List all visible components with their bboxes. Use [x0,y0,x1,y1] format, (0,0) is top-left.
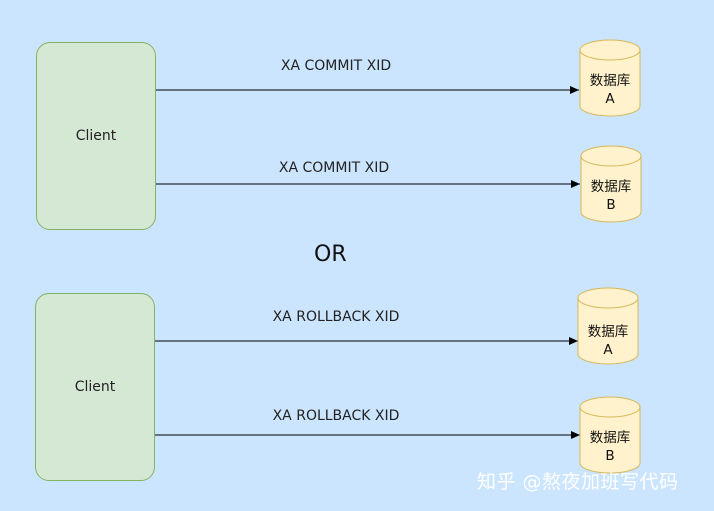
database-label-top-a: 数据库 A [579,72,641,108]
client-box-top: Client [36,42,156,230]
database-cylinder-top-a [579,39,641,117]
database-id-top-a: A [605,91,615,107]
database-cylinder-top-b [580,145,642,223]
client-label-bottom: Client [74,379,116,395]
edge-label-top-commit-b: XA COMMIT XID [278,160,390,176]
database-cylinder-bottom-b [579,396,641,474]
database-label-top-b: 数据库 B [580,178,642,214]
database-name-top-a: 数据库 [589,73,631,89]
watermark-text: 知乎 @熬夜加班写代码 [477,471,679,493]
database-name-bottom-b: 数据库 [589,430,631,446]
database-name-bottom-a: 数据库 [587,324,629,340]
or-separator: OR [314,242,347,267]
database-cylinder-bottom-a [577,287,639,365]
database-label-bottom-b: 数据库 B [579,429,641,465]
database-id-bottom-a: A [603,342,613,358]
client-box-bottom: Client [35,293,155,481]
database-name-top-b: 数据库 [590,179,632,195]
edge-label-top-commit-a: XA COMMIT XID [280,58,392,74]
edge-label-bottom-rollback-b: XA ROLLBACK XID [272,408,400,424]
database-id-top-b: B [606,197,616,213]
edge-label-bottom-rollback-a: XA ROLLBACK XID [272,309,400,325]
database-label-bottom-a: 数据库 A [577,323,639,359]
client-label-top: Client [75,128,117,144]
database-id-bottom-b: B [605,448,615,464]
